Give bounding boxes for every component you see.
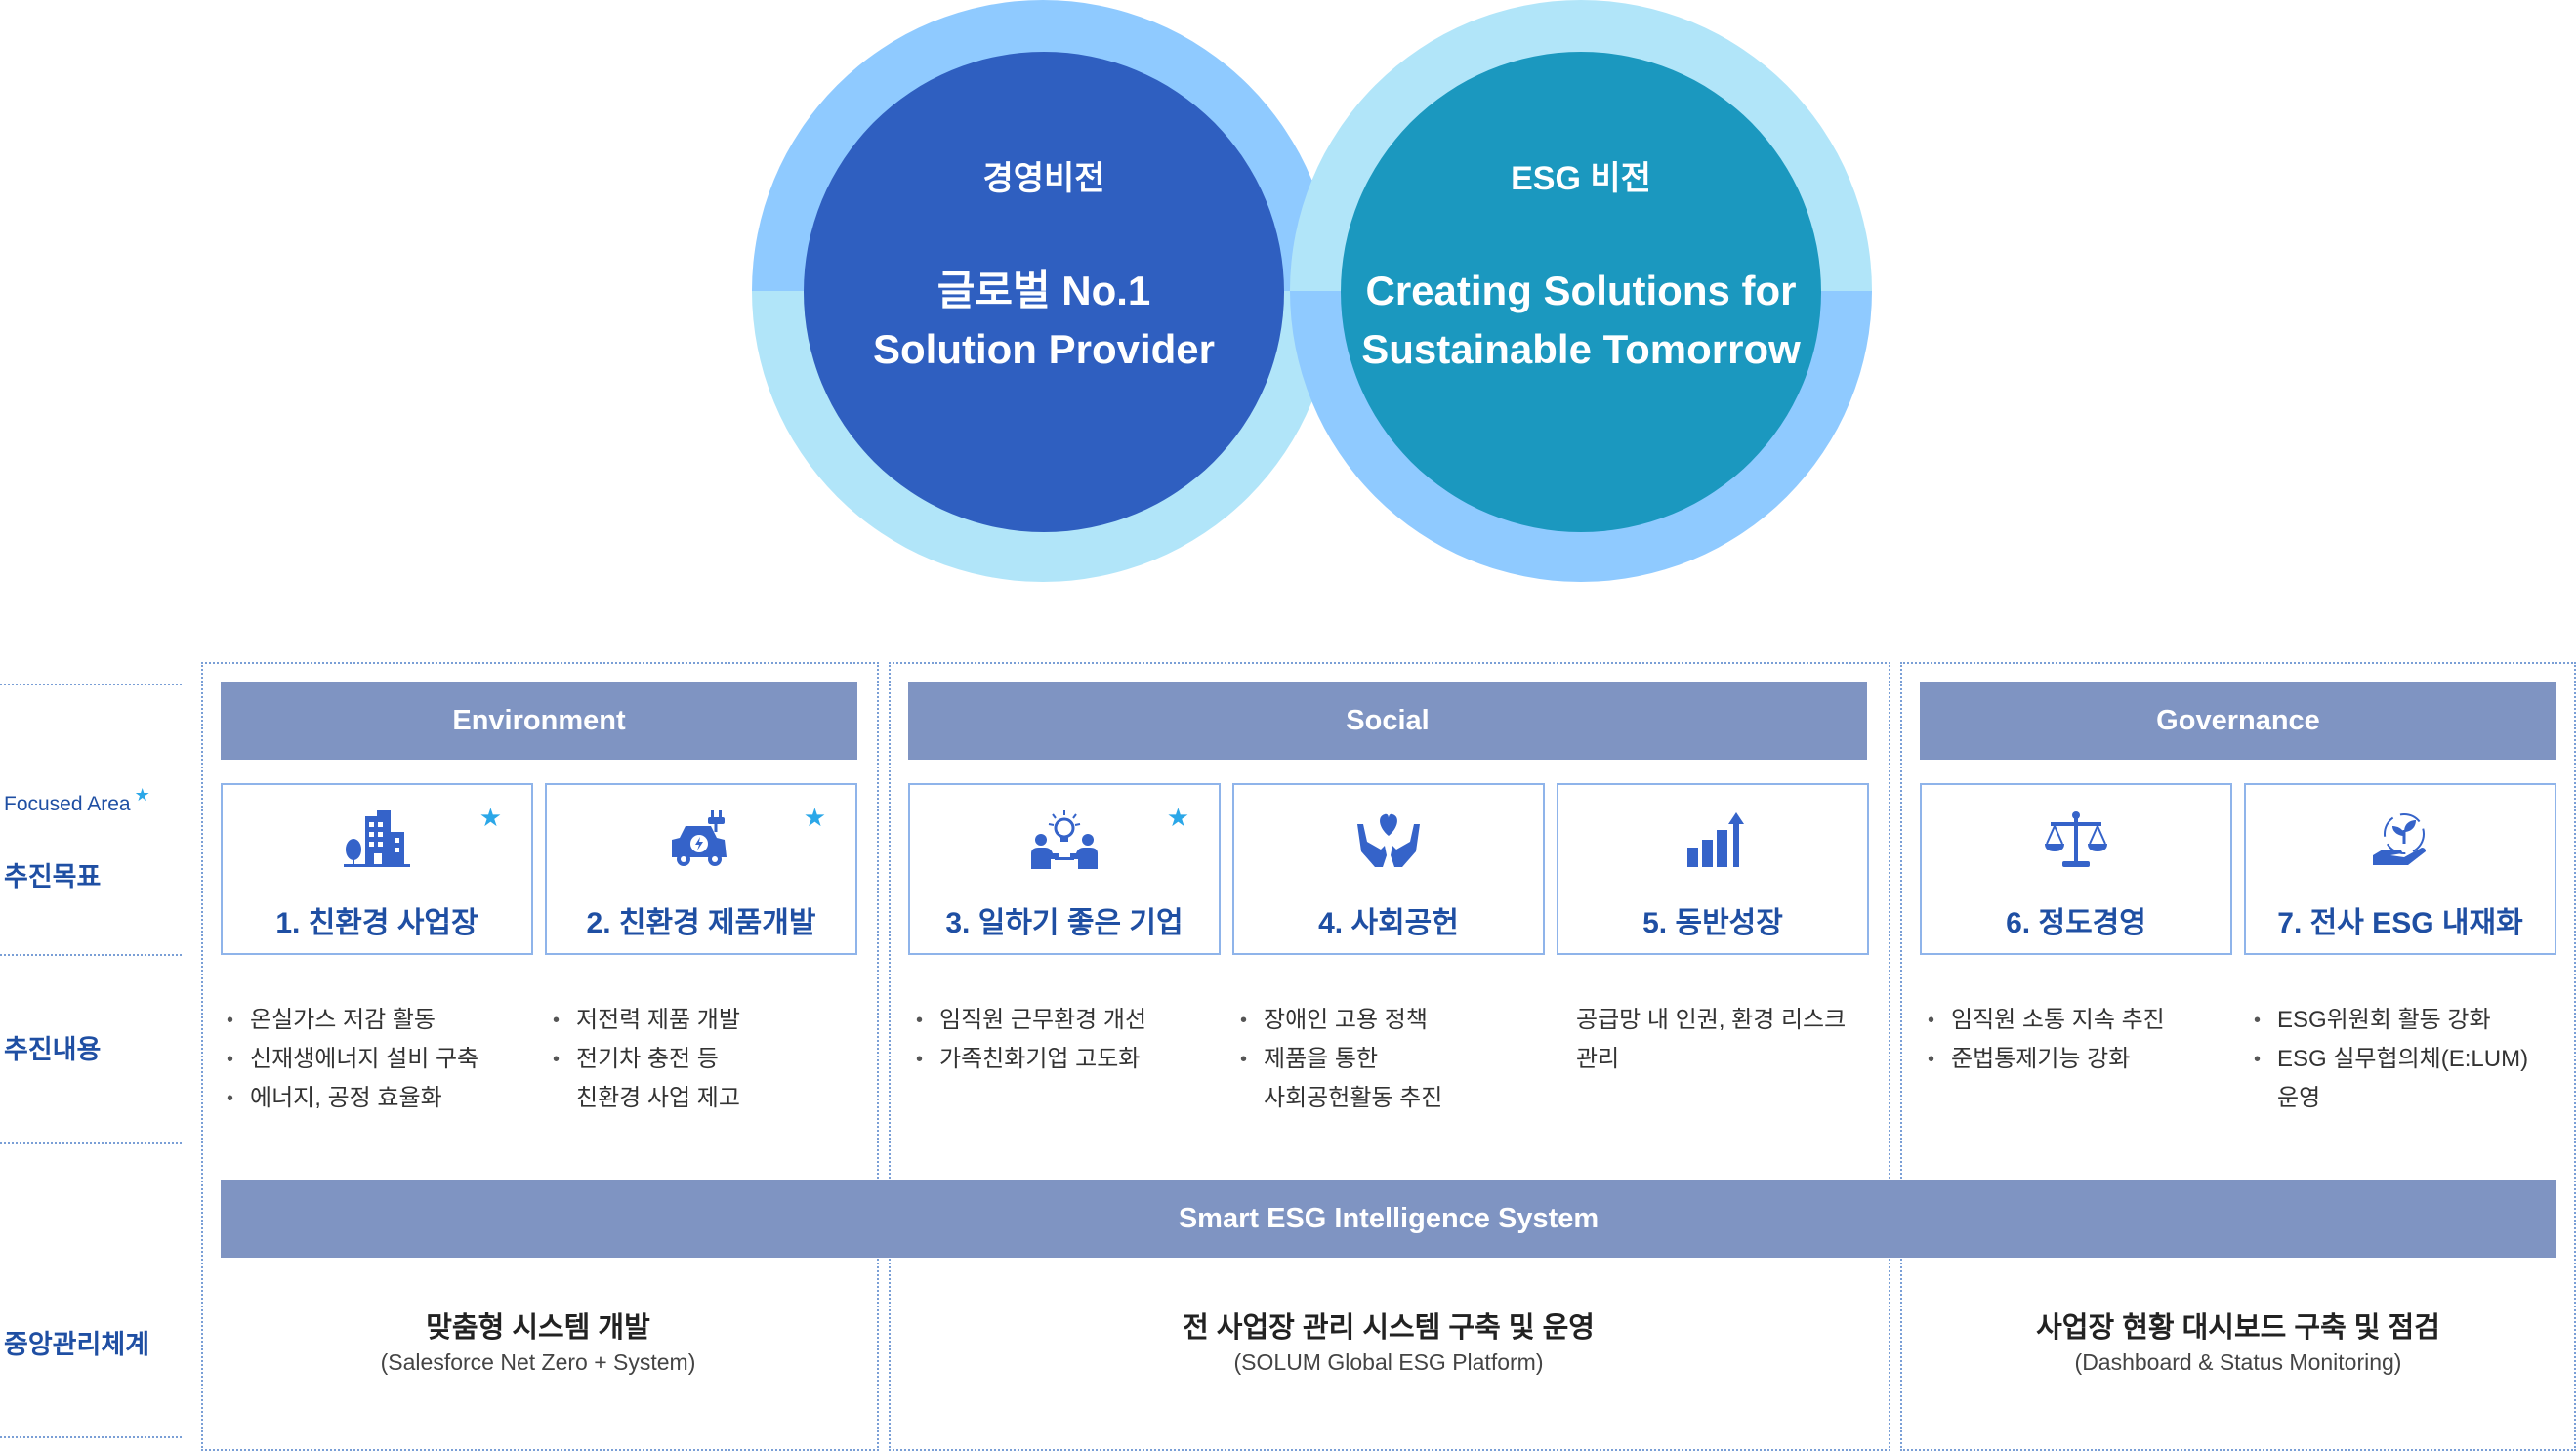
- system-header: Smart ESG Intelligence System: [221, 1180, 2556, 1258]
- list-item-line: 관리: [1576, 1046, 1620, 1072]
- goal-title-2: 2. 친환경 제품개발: [586, 907, 816, 939]
- goal-card-3: ★ 3. 일하기 좋은 기업: [908, 783, 1221, 955]
- eco-building-icon: [344, 810, 410, 867]
- list-item: 장애인 고용 정책: [1240, 1001, 1442, 1040]
- goal-card-1: ★ 1. 친환경 사업장: [221, 783, 533, 955]
- governance-header: Governance: [1920, 682, 2556, 760]
- scales-icon: [2045, 811, 2107, 867]
- goal-card-5: 5. 동반성장: [1557, 783, 1869, 955]
- list-item-line: 전기차 충전 등: [576, 1046, 719, 1072]
- goal-title-7: 7. 전사 ESG 내재화: [2277, 907, 2523, 939]
- system-item-title-3: 사업장 현황 대시보드 구축 및 점검: [2036, 1312, 2440, 1344]
- actions-goal-7: ESG위원회 활동 강화 ESG 실무협의체(E:LUM) 운영: [2254, 1001, 2528, 1118]
- system-item-sub-3: (Dashboard & Status Monitoring): [2074, 1349, 2402, 1375]
- list-item: ESG위원회 활동 강화: [2254, 1001, 2528, 1040]
- focused-star-icon: ★: [478, 803, 502, 832]
- business-vision-circle: 경영비전 글로벌 No.1 Solution Provider: [804, 52, 1284, 532]
- actions-goal-6: 임직원 소통 지속 추진 준법통제기능 강화: [1928, 1001, 2165, 1079]
- goal-title-5: 5. 동반성장: [1642, 907, 1783, 939]
- list-item-line: 제품을 통한: [1264, 1046, 1379, 1072]
- side-divider-bottom: [0, 1436, 182, 1438]
- goal-card-7: 7. 전사 ESG 내재화: [2244, 783, 2556, 955]
- star-icon: ★: [134, 785, 150, 805]
- actions-goal-5: 공급망 내 인권, 환경 리스크 관리: [1576, 1001, 1846, 1079]
- business-vision-label: 경영비전: [982, 159, 1105, 197]
- actions-goal-1: 온실가스 저감 활동 신재생에너지 설비 구축 에너지, 공정 효율화: [227, 1001, 478, 1118]
- business-vision-line2: Solution Provider: [872, 325, 1216, 372]
- system-item-sub-2: (SOLUM Global ESG Platform): [1233, 1349, 1544, 1375]
- environment-header: Environment: [221, 682, 857, 760]
- side-divider-contents: [0, 1142, 182, 1144]
- goal-title-4: 4. 사회공헌: [1318, 907, 1459, 939]
- hand-plant-icon: [2373, 813, 2426, 865]
- people-idea-icon: [1031, 810, 1098, 869]
- governance-area: [1900, 662, 2576, 1451]
- system-item-title-1: 맞춤형 시스템 개발: [426, 1312, 650, 1344]
- side-label-contents: 추진내용: [4, 1035, 102, 1064]
- esg-vision-circle: ESG 비전 Creating Solutions for Sustainabl…: [1341, 52, 1821, 532]
- list-item: 가족친화기업 고도화: [916, 1040, 1146, 1079]
- goal-card-4: 4. 사회공헌: [1232, 783, 1545, 955]
- list-item-line: 운영: [2277, 1085, 2321, 1111]
- goal-card-2: ★ 2. 친환경 제품개발: [545, 783, 857, 955]
- focused-area-label: Focused Area: [4, 793, 131, 815]
- list-item: ESG 실무협의체(E:LUM) 운영: [2254, 1040, 2528, 1118]
- list-item-line: 공급망 내 인권, 환경 리스크: [1576, 1007, 1847, 1033]
- business-vision-line1: 글로벌 No.1: [936, 267, 1151, 313]
- list-item: 에너지, 공정 효율화: [227, 1079, 478, 1118]
- list-item: 온실가스 저감 활동: [227, 1001, 478, 1040]
- esg-vision-line1: Creating Solutions for: [1365, 267, 1797, 313]
- electric-car-icon: [672, 810, 727, 866]
- list-item: 임직원 근무환경 개선: [916, 1001, 1146, 1040]
- goal-title-1: 1. 친환경 사업장: [275, 907, 478, 939]
- focused-area-legend: Focused Area★: [4, 785, 150, 816]
- focused-star-icon: ★: [803, 803, 826, 832]
- social-header: Social: [908, 682, 1867, 760]
- list-item: 준법통제기능 강화: [1928, 1040, 2165, 1079]
- system-item-sub-1: (Salesforce Net Zero + System): [380, 1349, 696, 1375]
- hands-heart-icon: [1357, 813, 1420, 867]
- side-divider-goals: [0, 954, 182, 956]
- side-label-goals: 추진목표: [4, 862, 102, 891]
- environment-area: [201, 662, 879, 1451]
- goal-card-6: 6. 정도경영: [1920, 783, 2232, 955]
- goal-title-6: 6. 정도경영: [2006, 907, 2146, 939]
- list-item: 신재생에너지 설비 구축: [227, 1040, 478, 1079]
- side-divider-top: [0, 684, 182, 685]
- list-item: 임직원 소통 지속 추진: [1928, 1001, 2165, 1040]
- side-label-central: 중앙관리체계: [4, 1330, 150, 1359]
- list-item: 저전력 제품 개발: [553, 1001, 740, 1040]
- esg-vision-line2: Sustainable Tomorrow: [1361, 325, 1801, 372]
- esg-vision-label: ESG 비전: [1511, 159, 1651, 197]
- growth-chart-icon: [1687, 812, 1744, 867]
- actions-goal-3: 임직원 근무환경 개선 가족친화기업 고도화: [916, 1001, 1146, 1079]
- social-area: [889, 662, 1890, 1451]
- list-item-line: 친환경 사업 제고: [576, 1085, 740, 1111]
- list-item-line: ESG 실무협의체(E:LUM): [2277, 1046, 2529, 1072]
- goal-title-3: 3. 일하기 좋은 기업: [945, 907, 1184, 939]
- list-item-line: 사회공헌활동 추진: [1264, 1085, 1443, 1111]
- focused-star-icon: ★: [1166, 803, 1189, 832]
- system-item-title-2: 전 사업장 관리 시스템 구축 및 운영: [1183, 1312, 1595, 1344]
